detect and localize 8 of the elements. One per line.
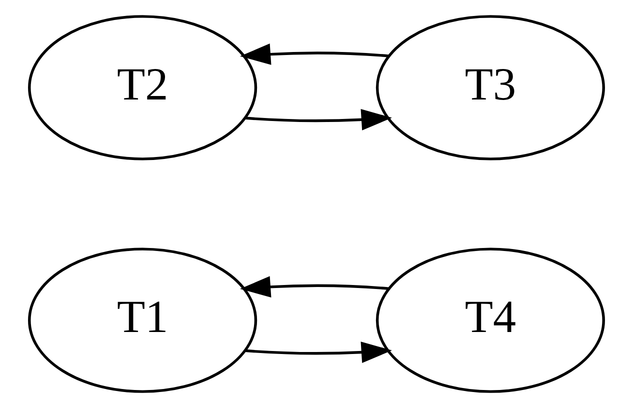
arrow [244,342,392,364]
node-ellipse: T2 [28,15,258,160]
node-ellipse: T4 [376,248,605,393]
arrow [244,109,392,130]
arrow [240,44,389,65]
node-ellipse: T3 [376,15,605,160]
node-ellipse: T1 [28,248,258,393]
arrow [240,276,389,298]
